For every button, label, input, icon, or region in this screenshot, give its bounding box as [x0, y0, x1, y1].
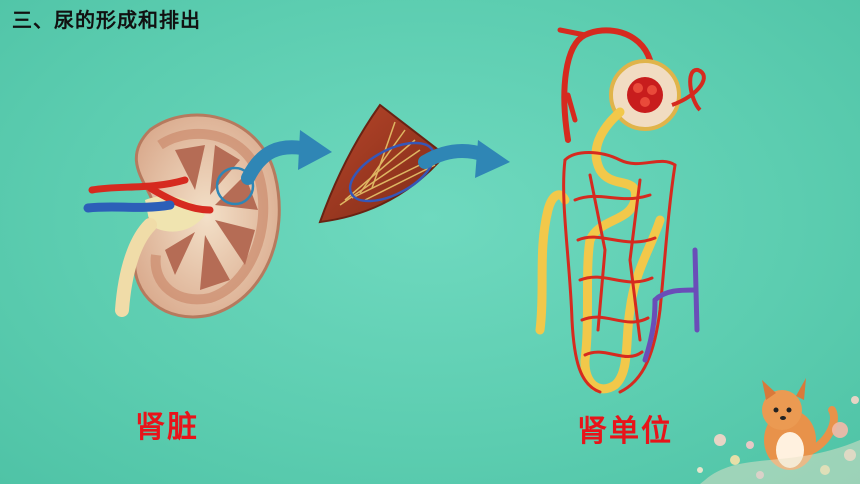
dog-mascot-illustration — [762, 378, 838, 470]
floral-corner-decoration — [697, 396, 860, 484]
nephron-illustration — [535, 27, 706, 394]
arrow-kidney-to-section — [241, 130, 332, 185]
kidney-illustration — [83, 113, 281, 319]
kidney-section-illustration — [318, 103, 447, 224]
nephron-label: 肾单位 — [577, 414, 673, 449]
slide-title: 三、尿的形成和排出 — [12, 8, 201, 32]
arrow-section-to-nephron — [418, 140, 510, 178]
kidney-label: 肾脏 — [135, 410, 199, 445]
